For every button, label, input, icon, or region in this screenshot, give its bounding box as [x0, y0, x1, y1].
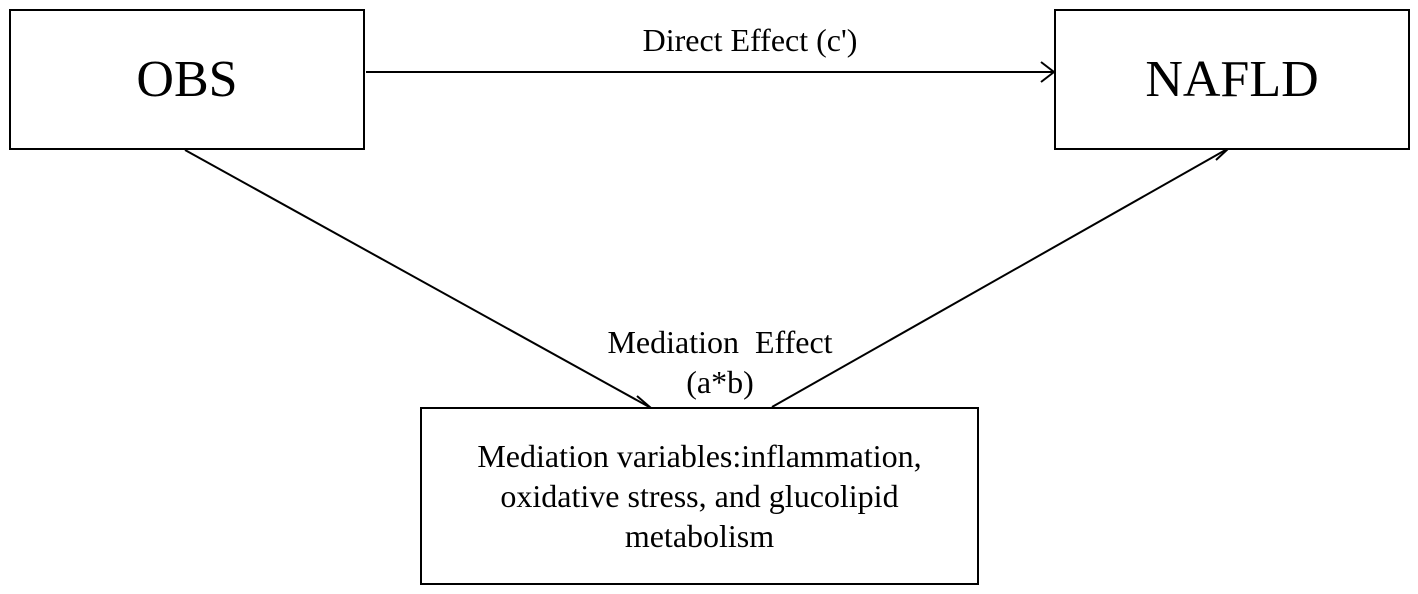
direct-effect-label: Direct Effect (c') — [642, 22, 858, 58]
outcome-label: NAFLD — [1145, 51, 1319, 108]
outcome-box-nafld: NAFLD — [1054, 9, 1410, 150]
mediator-label-line-3: metabolism — [624, 518, 775, 554]
mediator-label-line-2: oxidative stress, and glucolipid — [500, 478, 899, 514]
mediation-effect-label-line-2: (a*b) — [686, 364, 754, 400]
direct-effect-arrow — [366, 61, 1056, 83]
mediation-effect-label-line-1: Mediation Effect — [607, 324, 833, 360]
mediator-box: Mediation variables:inflammation, oxidat… — [420, 407, 979, 585]
mediator-label-line-1: Mediation variables:inflammation, — [477, 438, 922, 474]
mediation-effect-label: Mediation Effect (a*b) — [540, 322, 900, 402]
exposure-label: OBS — [136, 51, 238, 108]
exposure-box-obs: OBS — [9, 9, 365, 150]
